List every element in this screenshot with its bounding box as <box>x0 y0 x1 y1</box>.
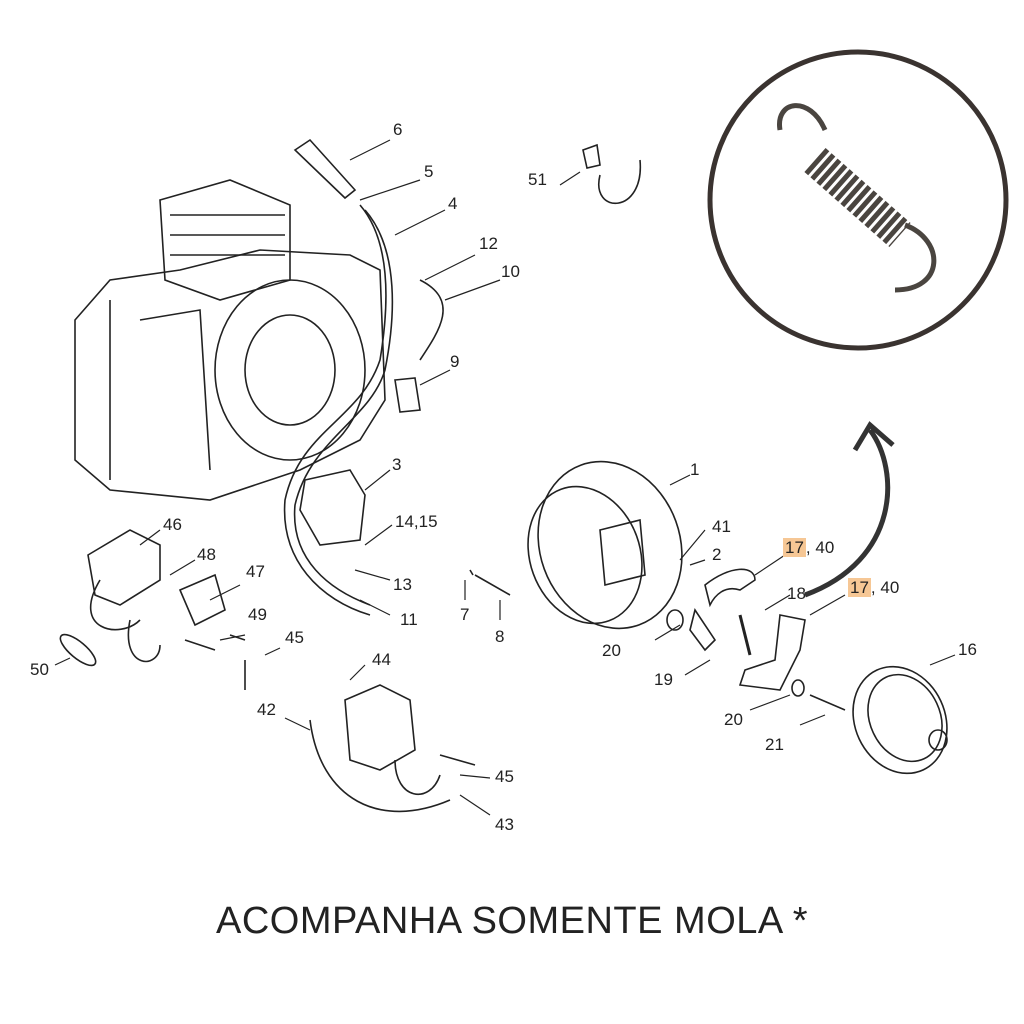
clutch-drum <box>852 665 948 775</box>
label-51: 51 <box>528 170 547 189</box>
spring-icon <box>777 103 937 293</box>
label-13: 13 <box>393 575 412 594</box>
part-51 <box>582 143 641 205</box>
clutch-shoes <box>666 568 846 711</box>
label-17-40-top: 17, 40 <box>783 538 834 558</box>
lower-module-group <box>309 684 476 813</box>
label-19: 19 <box>654 670 673 689</box>
label-2: 2 <box>712 545 722 564</box>
engine-block <box>74 179 386 501</box>
label-3: 3 <box>392 455 402 474</box>
label-40: , 40 <box>870 578 900 597</box>
label-43: 43 <box>495 815 514 834</box>
label-44: 44 <box>372 650 391 669</box>
label-20-top: 20 <box>602 641 621 660</box>
label-4: 4 <box>448 194 458 213</box>
left-module-group <box>59 529 246 690</box>
label-14-15: 14,15 <box>395 512 438 531</box>
label-20-bottom: 20 <box>724 710 743 729</box>
label-9: 9 <box>450 352 460 371</box>
leader-lines <box>54 139 956 816</box>
label-17-40-bottom: 17, 40 <box>848 578 899 598</box>
spring-callout-circle <box>707 49 1009 351</box>
highlight-17: 17 <box>848 578 871 597</box>
label-46: 46 <box>163 515 182 534</box>
label-12: 12 <box>479 234 498 253</box>
label-41: 41 <box>712 517 731 536</box>
ignition-lead <box>283 138 444 616</box>
screw-8 <box>469 569 511 596</box>
label-16: 16 <box>958 640 977 659</box>
label-49: 49 <box>248 605 267 624</box>
label-21: 21 <box>765 735 784 754</box>
label-40: , 40 <box>805 538 835 557</box>
label-42: 42 <box>257 700 276 719</box>
label-6: 6 <box>393 120 403 139</box>
label-50: 50 <box>30 660 49 679</box>
flywheel <box>527 460 683 630</box>
label-45-bottom: 45 <box>495 767 514 786</box>
label-45-top: 45 <box>285 628 304 647</box>
ignition-module <box>299 469 366 546</box>
highlight-17: 17 <box>783 538 806 557</box>
label-11: 11 <box>400 610 418 629</box>
label-1: 1 <box>690 460 700 479</box>
caption: ACOMPANHA SOMENTE MOLA * <box>216 900 808 942</box>
label-8: 8 <box>495 627 505 646</box>
label-7: 7 <box>460 605 470 624</box>
label-47: 47 <box>246 562 265 581</box>
label-10: 10 <box>501 262 520 281</box>
label-48: 48 <box>197 545 216 564</box>
label-18: 18 <box>787 584 806 603</box>
arrow-head-icon <box>852 421 895 452</box>
part-9 <box>394 377 421 413</box>
arrow <box>804 428 891 598</box>
label-5: 5 <box>424 162 434 181</box>
